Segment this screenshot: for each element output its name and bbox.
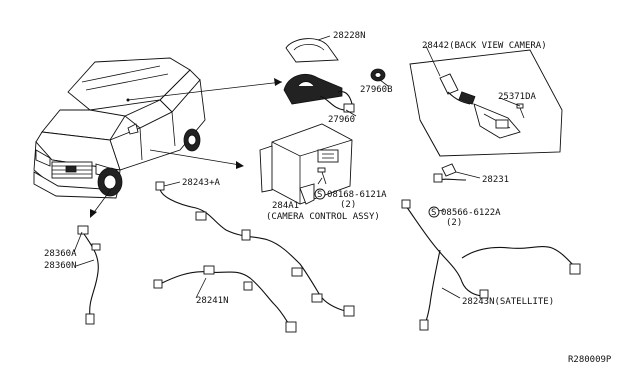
label-28228n: 28228N [333,31,366,41]
part-27960b-grommet [370,68,386,82]
screw-symbol-08566 [428,206,440,218]
vehicle-illustration [33,57,206,199]
part-27960-antenna [283,74,355,113]
label-08566: 08566-6122A [441,208,501,218]
part-28243n-harness [401,163,581,331]
part-28360-cable [77,225,101,325]
label-28360n: 28360N [44,261,77,271]
label-28442: 28442(BACK VIEW CAMERA) [422,41,547,51]
label-284a1-desc: (CAMERA CONTROL ASSY) [266,212,380,222]
label-28243a: 28243+A [182,178,221,188]
label-27960: 27960 [328,115,355,125]
label-08168-qty: (2) [340,200,356,210]
part-28241n-harness [153,265,297,333]
label-08168: 08168-6121A [327,190,387,200]
label-27960b: 27960B [360,85,393,95]
label-284a1: 284A1 [272,201,299,211]
part-28442-camera-group [409,49,563,157]
part-284a1-control-unit [259,123,353,205]
part-28228n-cover [285,38,339,63]
leader-arrows [90,78,283,218]
label-25371da: 25371DA [498,92,537,102]
label-28231: 28231 [482,175,509,185]
label-08566-qty: (2) [446,218,462,228]
label-28360a: 28360A [44,249,77,259]
label-28243n: 28243N(SATELLITE) [462,297,554,307]
reference-code: R280009P [568,355,612,365]
label-28241n: 28241N [196,296,229,306]
screw-mark-08566: S [431,208,436,218]
screw-mark-08168: S [317,190,322,200]
screw-symbol-08168 [314,188,326,200]
part-28243a-harness [155,181,355,317]
